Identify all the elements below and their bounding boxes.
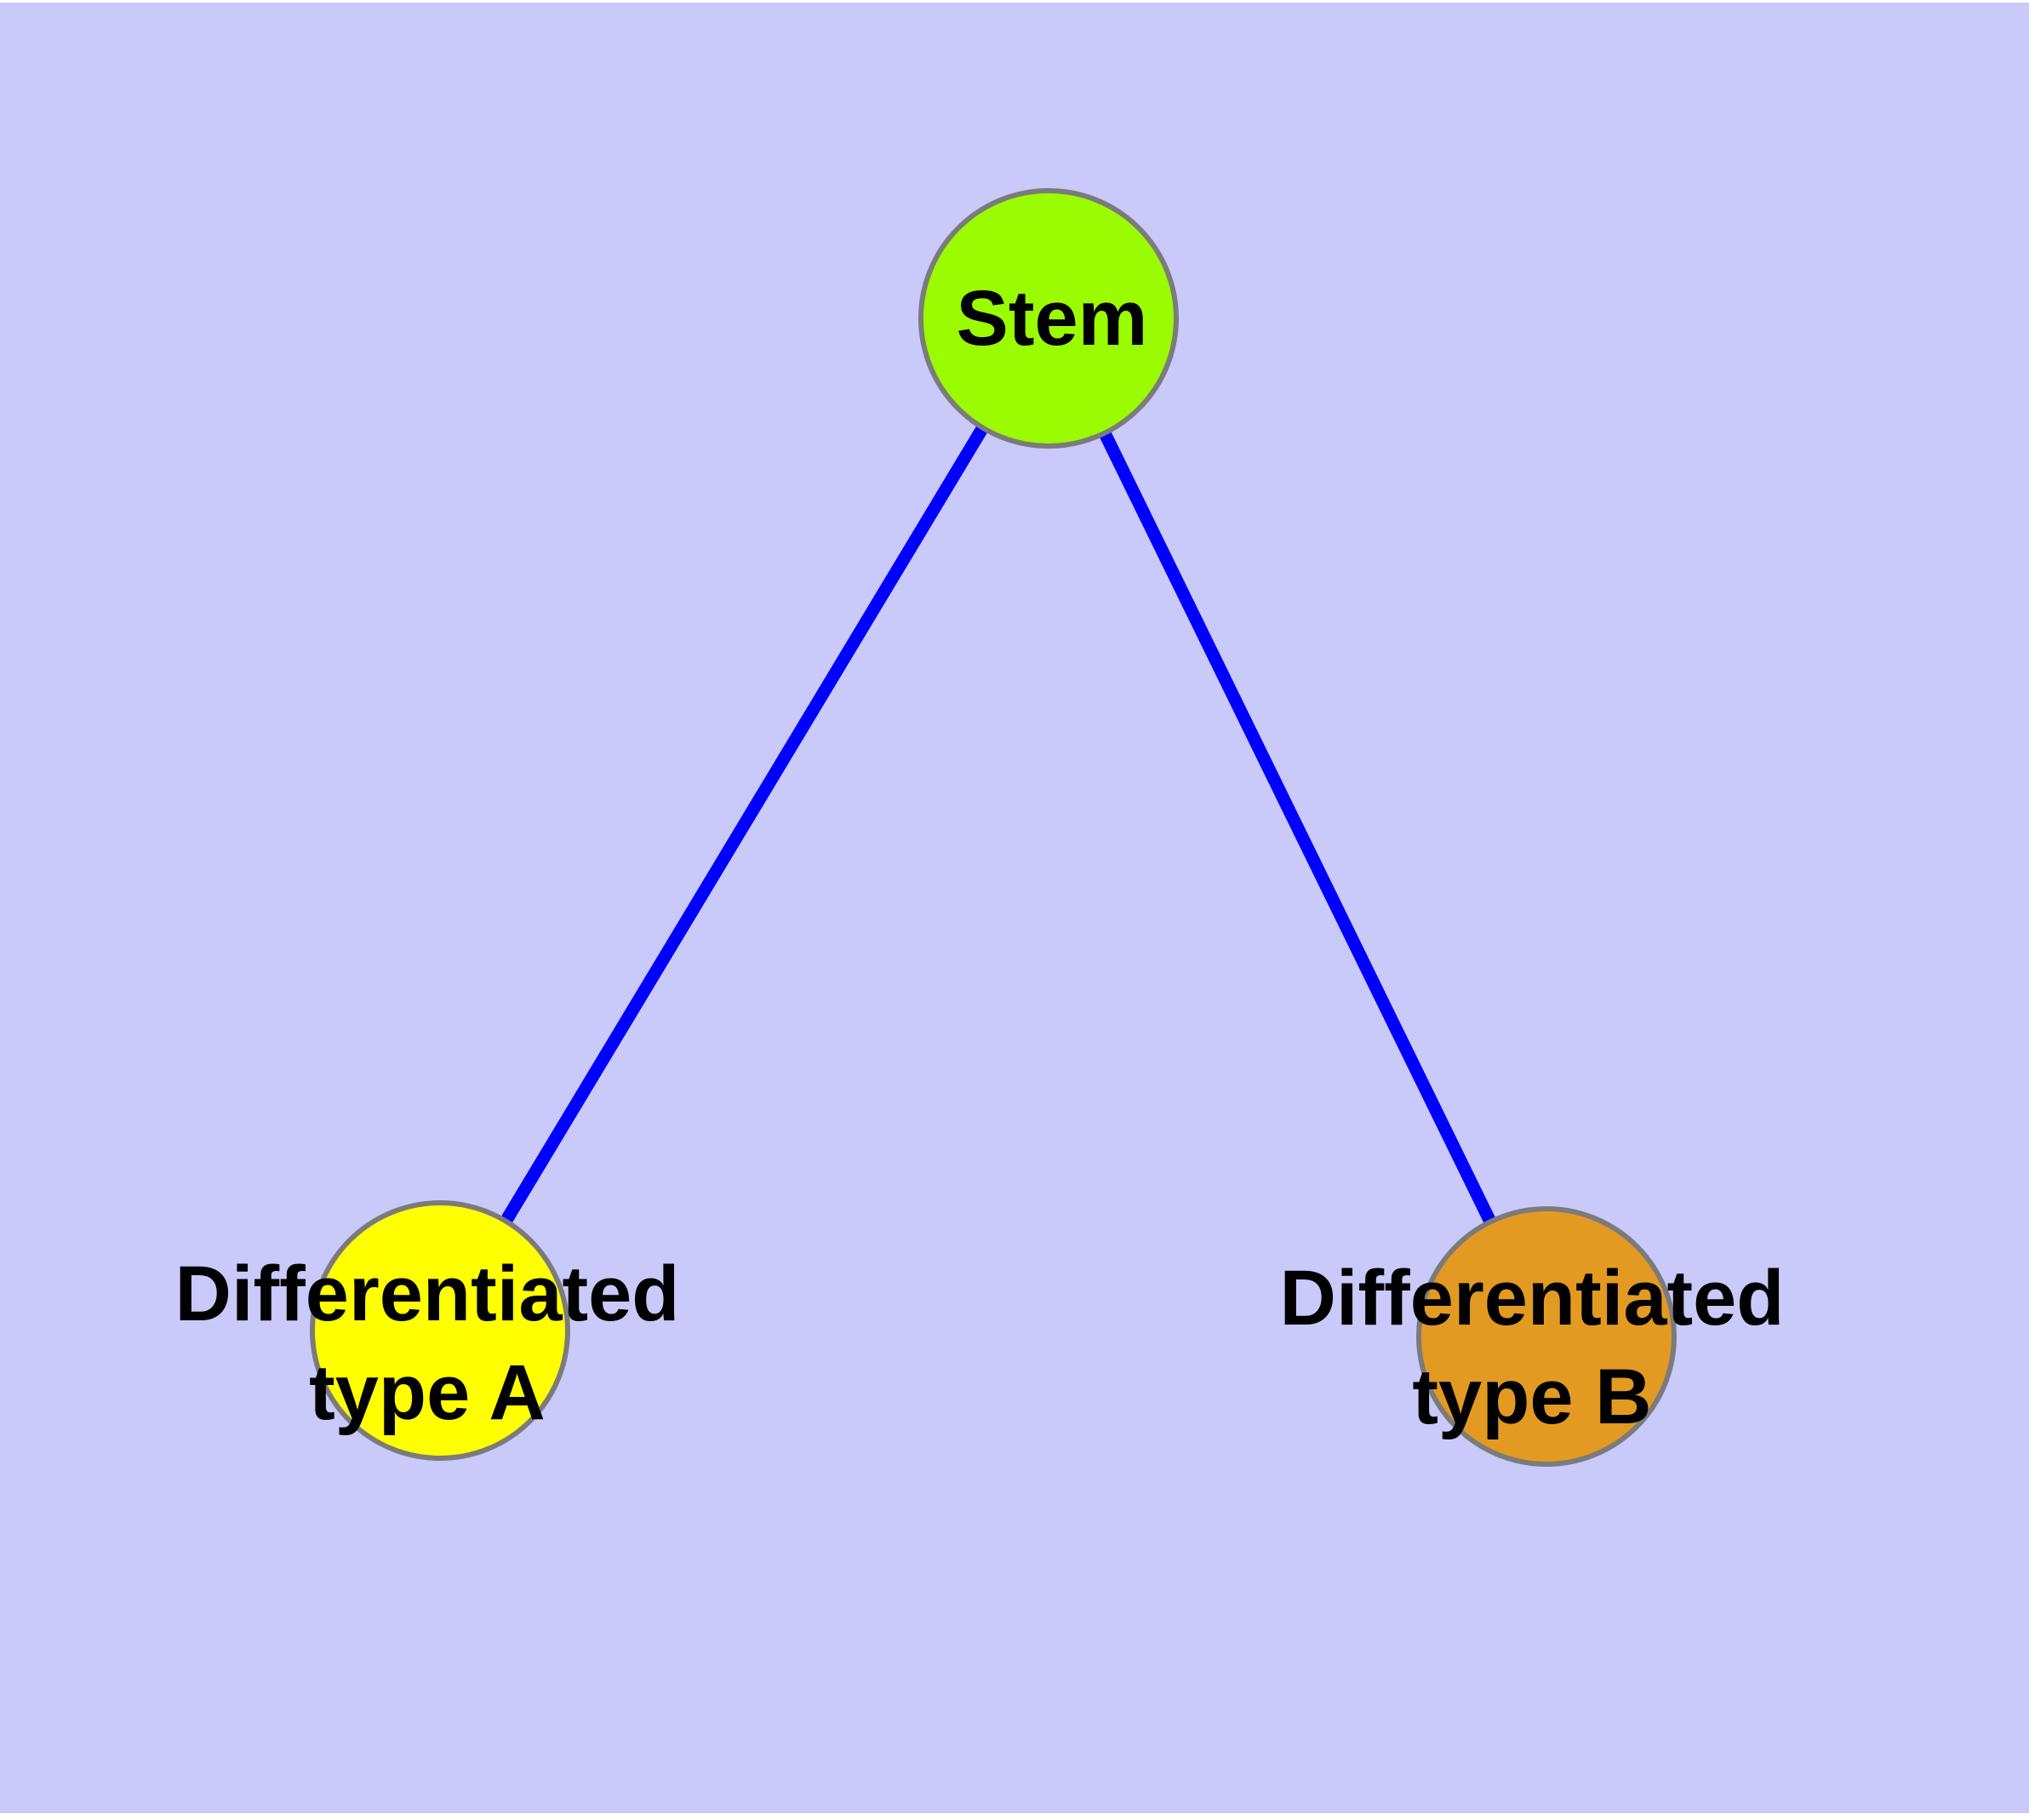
node-differentiated-type-a-label: Differentiated type A: [175, 1245, 680, 1442]
node-type-a-label-line-1: Differentiated: [174, 1251, 680, 1337]
node-differentiated-type-b: [1416, 1206, 1677, 1467]
node-differentiated-type-a: [310, 1200, 570, 1461]
node-type-b-label-line-2: type B: [1412, 1354, 1652, 1440]
node-type-b-label-line-1: Differentiated: [1279, 1255, 1785, 1342]
edge-stem-to-type-a: [434, 315, 1055, 1334]
node-type-a-label-line-2: type A: [309, 1349, 546, 1436]
edge-stem-to-type-b: [1043, 315, 1552, 1340]
node-stem-label: Stem: [957, 269, 1148, 368]
node-stem: [918, 188, 1179, 449]
node-stem-label-line: Stem: [956, 275, 1148, 362]
node-differentiated-type-b-label: Differentiated type B: [1280, 1249, 1785, 1446]
graph-svg: [310, 188, 1677, 1467]
graph-canvas: Stem Differentiated type A Differentiate…: [0, 3, 2029, 1813]
